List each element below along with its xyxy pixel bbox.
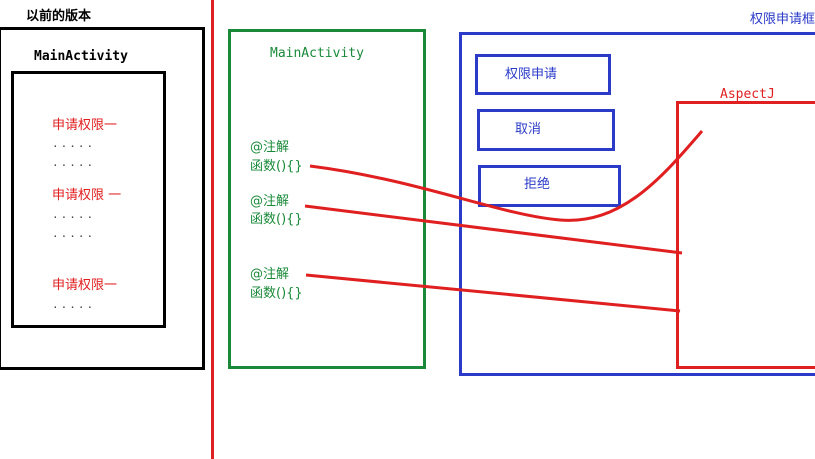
- function-label: 函数(){}: [250, 286, 303, 301]
- old-item-label: 申请权限一: [52, 118, 118, 133]
- permission-request-label: 权限申请: [505, 67, 558, 82]
- old-item-dots: ·····: [52, 230, 96, 243]
- reject-label: 拒绝: [524, 177, 551, 192]
- aspectj-label: AspectJ: [720, 87, 775, 102]
- annotation-label: @注解: [250, 194, 290, 209]
- aspectj-box: [676, 101, 815, 369]
- old-item-dots: ·····: [52, 301, 96, 314]
- old-version-outer-box: [0, 27, 205, 370]
- old-activity-inner-box: [11, 71, 166, 328]
- old-version-title: 以前的版本: [26, 9, 92, 24]
- old-item-dots: ·····: [52, 140, 96, 153]
- cancel-button: [477, 109, 615, 151]
- function-label: 函数(){}: [250, 159, 303, 174]
- new-activity-label: MainActivity: [270, 46, 364, 61]
- function-label: 函数(){}: [250, 212, 303, 227]
- annotation-label: @注解: [250, 267, 290, 282]
- annotation-label: @注解: [250, 140, 290, 155]
- permission-dialog-title: 权限申请框: [750, 12, 815, 27]
- cancel-label: 取消: [515, 122, 542, 137]
- old-item-dots: ·····: [52, 211, 96, 224]
- old-activity-label: MainActivity: [34, 49, 128, 64]
- permission-request-button: [475, 54, 611, 95]
- section-divider: [211, 0, 214, 459]
- old-item-label: 申请权限一: [52, 278, 118, 293]
- old-item-dots: ·····: [52, 159, 96, 172]
- old-item-label: 申请权限 一: [52, 188, 122, 203]
